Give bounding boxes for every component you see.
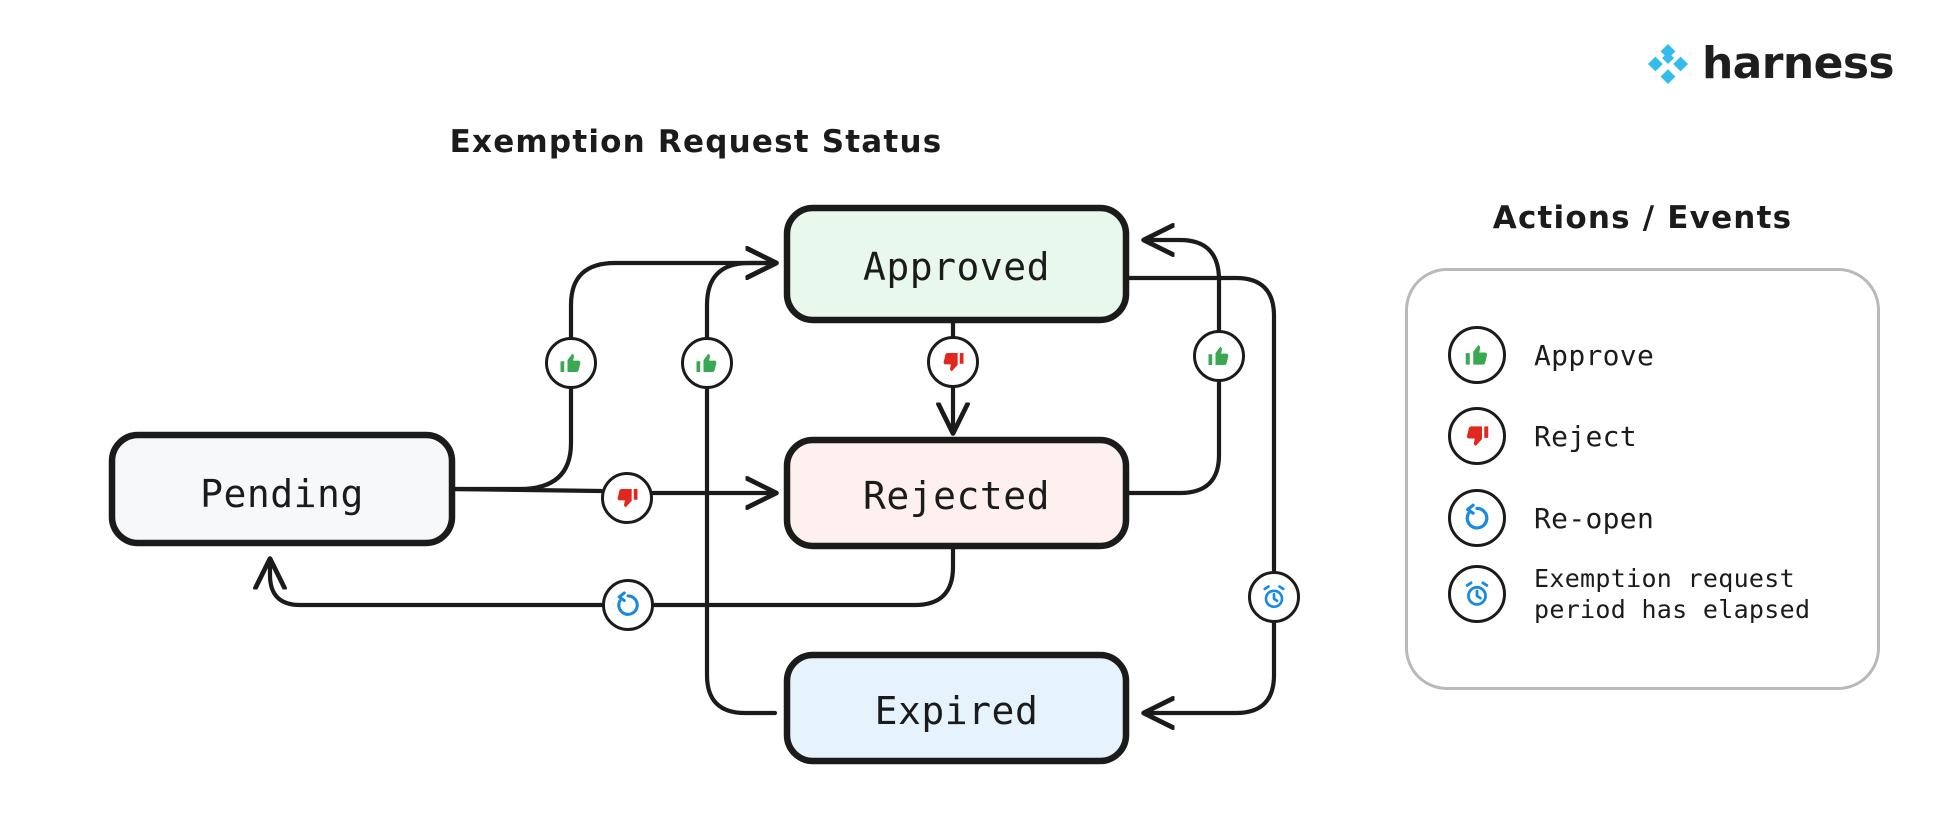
- thumbs-down-icon: [943, 353, 964, 372]
- edge-approved-to-expired: [1126, 275, 1277, 713]
- edge-badge-reopen-rejected-pending[interactable]: [602, 579, 654, 631]
- re-open-icon: [617, 591, 639, 616]
- legend-label-reject: Reject: [1534, 419, 1637, 453]
- legend-item-reject[interactable]: Reject: [1448, 407, 1637, 465]
- edge-badge-reject-pending-rejected[interactable]: [601, 472, 653, 524]
- edge-badge-elapsed-approved-expired[interactable]: [1248, 571, 1300, 623]
- edge-expired-to-approved: [704, 263, 775, 716]
- state-label-rejected: Rejected: [862, 474, 1051, 518]
- legend-icon-wrapper-reject: [1448, 407, 1506, 465]
- legend-icon-wrapper-approve: [1448, 326, 1506, 384]
- legend-icon-wrapper-reopen: [1448, 489, 1506, 547]
- thumbs-up-icon: [1208, 346, 1229, 365]
- edge-rejected-to-pending: [270, 546, 956, 608]
- state-node-approved[interactable]: [783, 204, 1130, 324]
- state-label-expired: Expired: [874, 689, 1039, 733]
- legend-label-elapsed: Exemption request period has elapsed: [1534, 564, 1811, 625]
- harness-diamond-logo: [1647, 44, 1688, 84]
- state-node-rejected[interactable]: [783, 436, 1130, 550]
- state-label-approved: Approved: [862, 245, 1051, 289]
- thumbs-up-icon: [696, 353, 717, 372]
- re-open-icon: [1465, 503, 1489, 530]
- state-node-pending[interactable]: [108, 431, 456, 547]
- thumbs-up-icon: [560, 353, 581, 372]
- thumbs-up-icon: [1465, 345, 1488, 365]
- page-title: Exemption Request Status: [449, 124, 943, 160]
- legend-title: Actions / Events: [1492, 200, 1793, 236]
- legend-item-elapsed[interactable]: Exemption request period has elapsed: [1448, 563, 1810, 626]
- brand-name: harness: [1701, 38, 1895, 89]
- brand-logo: harness: [1644, 38, 1895, 89]
- legend-icon-wrapper-elapsed: [1448, 565, 1506, 624]
- legend-item-reopen[interactable]: Re-open: [1448, 489, 1654, 547]
- edge-badge-reject-approved-rejected[interactable]: [927, 336, 979, 388]
- state-node-expired[interactable]: [783, 651, 1130, 765]
- state-node-group: [108, 204, 1130, 765]
- edge-badge-approve-expired-approved[interactable]: [681, 337, 733, 389]
- edge-badge-approve-rejected-approved[interactable]: [1193, 330, 1245, 382]
- state-label-pending: Pending: [200, 472, 364, 516]
- legend-label-approve: Approve: [1534, 338, 1655, 372]
- alarm-clock-icon: [1263, 585, 1285, 609]
- edge-badge-approve-pending-approved[interactable]: [545, 337, 597, 389]
- alarm-clock-icon: [1465, 581, 1489, 607]
- legend-item-approve[interactable]: Approve: [1448, 326, 1654, 384]
- edge-pending-to-rejected: [449, 489, 775, 493]
- thumbs-down-icon: [617, 489, 638, 508]
- thumbs-down-icon: [1466, 426, 1489, 446]
- legend-label-reopen: Re-open: [1534, 501, 1655, 535]
